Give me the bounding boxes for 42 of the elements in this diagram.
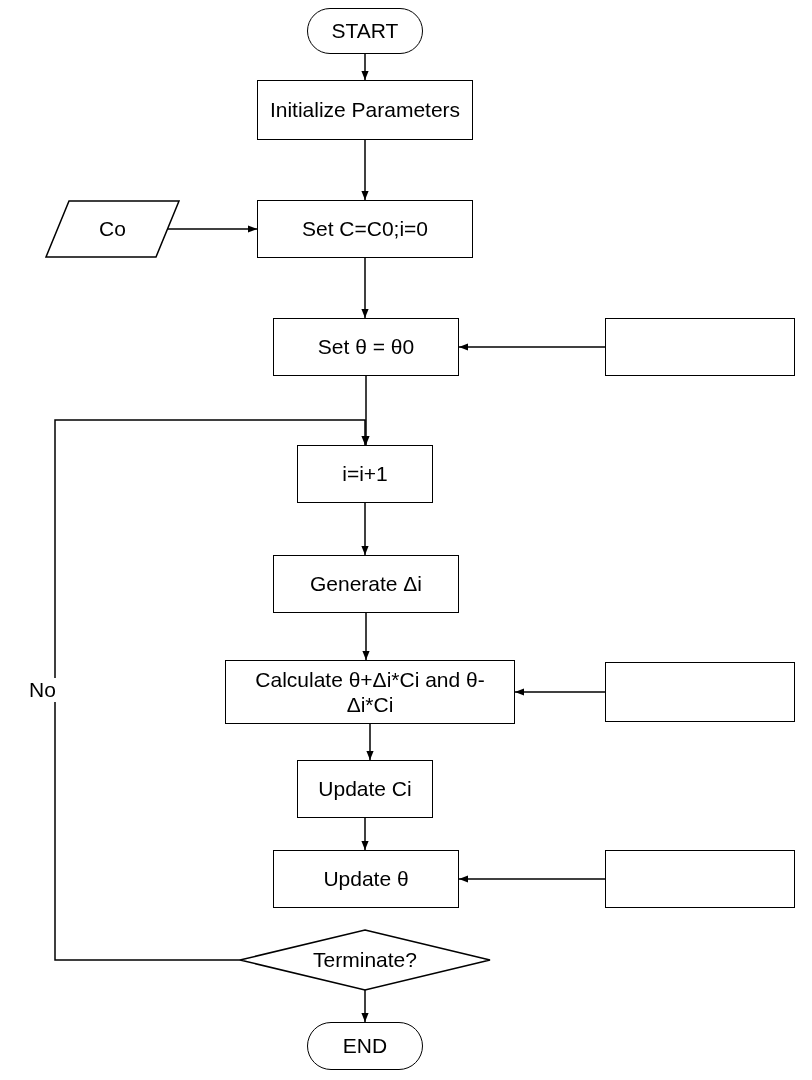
arrow: [458, 875, 606, 883]
node-text: Set C=C0;i=0: [301, 216, 429, 242]
arrow: [458, 343, 606, 351]
node-text: START: [331, 18, 399, 44]
arrow: [514, 688, 606, 696]
arrow: [361, 53, 369, 81]
arrow: [361, 139, 369, 201]
process-box: [273, 850, 459, 908]
process-box: [257, 200, 473, 258]
process-box: [257, 80, 473, 140]
input-parallelogram: [45, 200, 180, 258]
edge-label: No: [27, 678, 58, 702]
process-box: [605, 318, 795, 376]
node-text: Calculate θ+Δi*Ci and θ- Δi*Ci: [254, 666, 486, 718]
arrow: [167, 225, 258, 233]
decision-diamond: [240, 930, 490, 990]
node-text: i=i+1: [342, 461, 388, 487]
node-text: END: [342, 1033, 388, 1059]
terminal-shape: [307, 8, 423, 54]
process-box: [297, 445, 433, 503]
arrow: [361, 502, 369, 556]
node-text: Co: [99, 216, 126, 242]
process-box: [273, 555, 459, 613]
arrow: [361, 257, 369, 319]
arrow: [366, 723, 374, 761]
process-box: [297, 760, 433, 818]
process-box: [225, 660, 515, 724]
node-text: Update Ci: [318, 776, 412, 802]
arrow: [361, 989, 369, 1023]
arrow: [361, 817, 369, 851]
terminal-shape: [307, 1022, 423, 1070]
node-text: Update θ: [323, 866, 409, 892]
node-text: Generate Δi: [309, 571, 423, 597]
process-box: [605, 850, 795, 908]
node-text: Terminate?: [313, 947, 417, 973]
node-text: Set θ = θ0: [317, 334, 415, 360]
process-box: [273, 318, 459, 376]
arrow: [362, 612, 370, 661]
arrow: [54, 419, 369, 961]
process-box: [605, 662, 795, 722]
node-text: Initialize Parameters: [269, 97, 461, 123]
arrow: [362, 375, 370, 446]
